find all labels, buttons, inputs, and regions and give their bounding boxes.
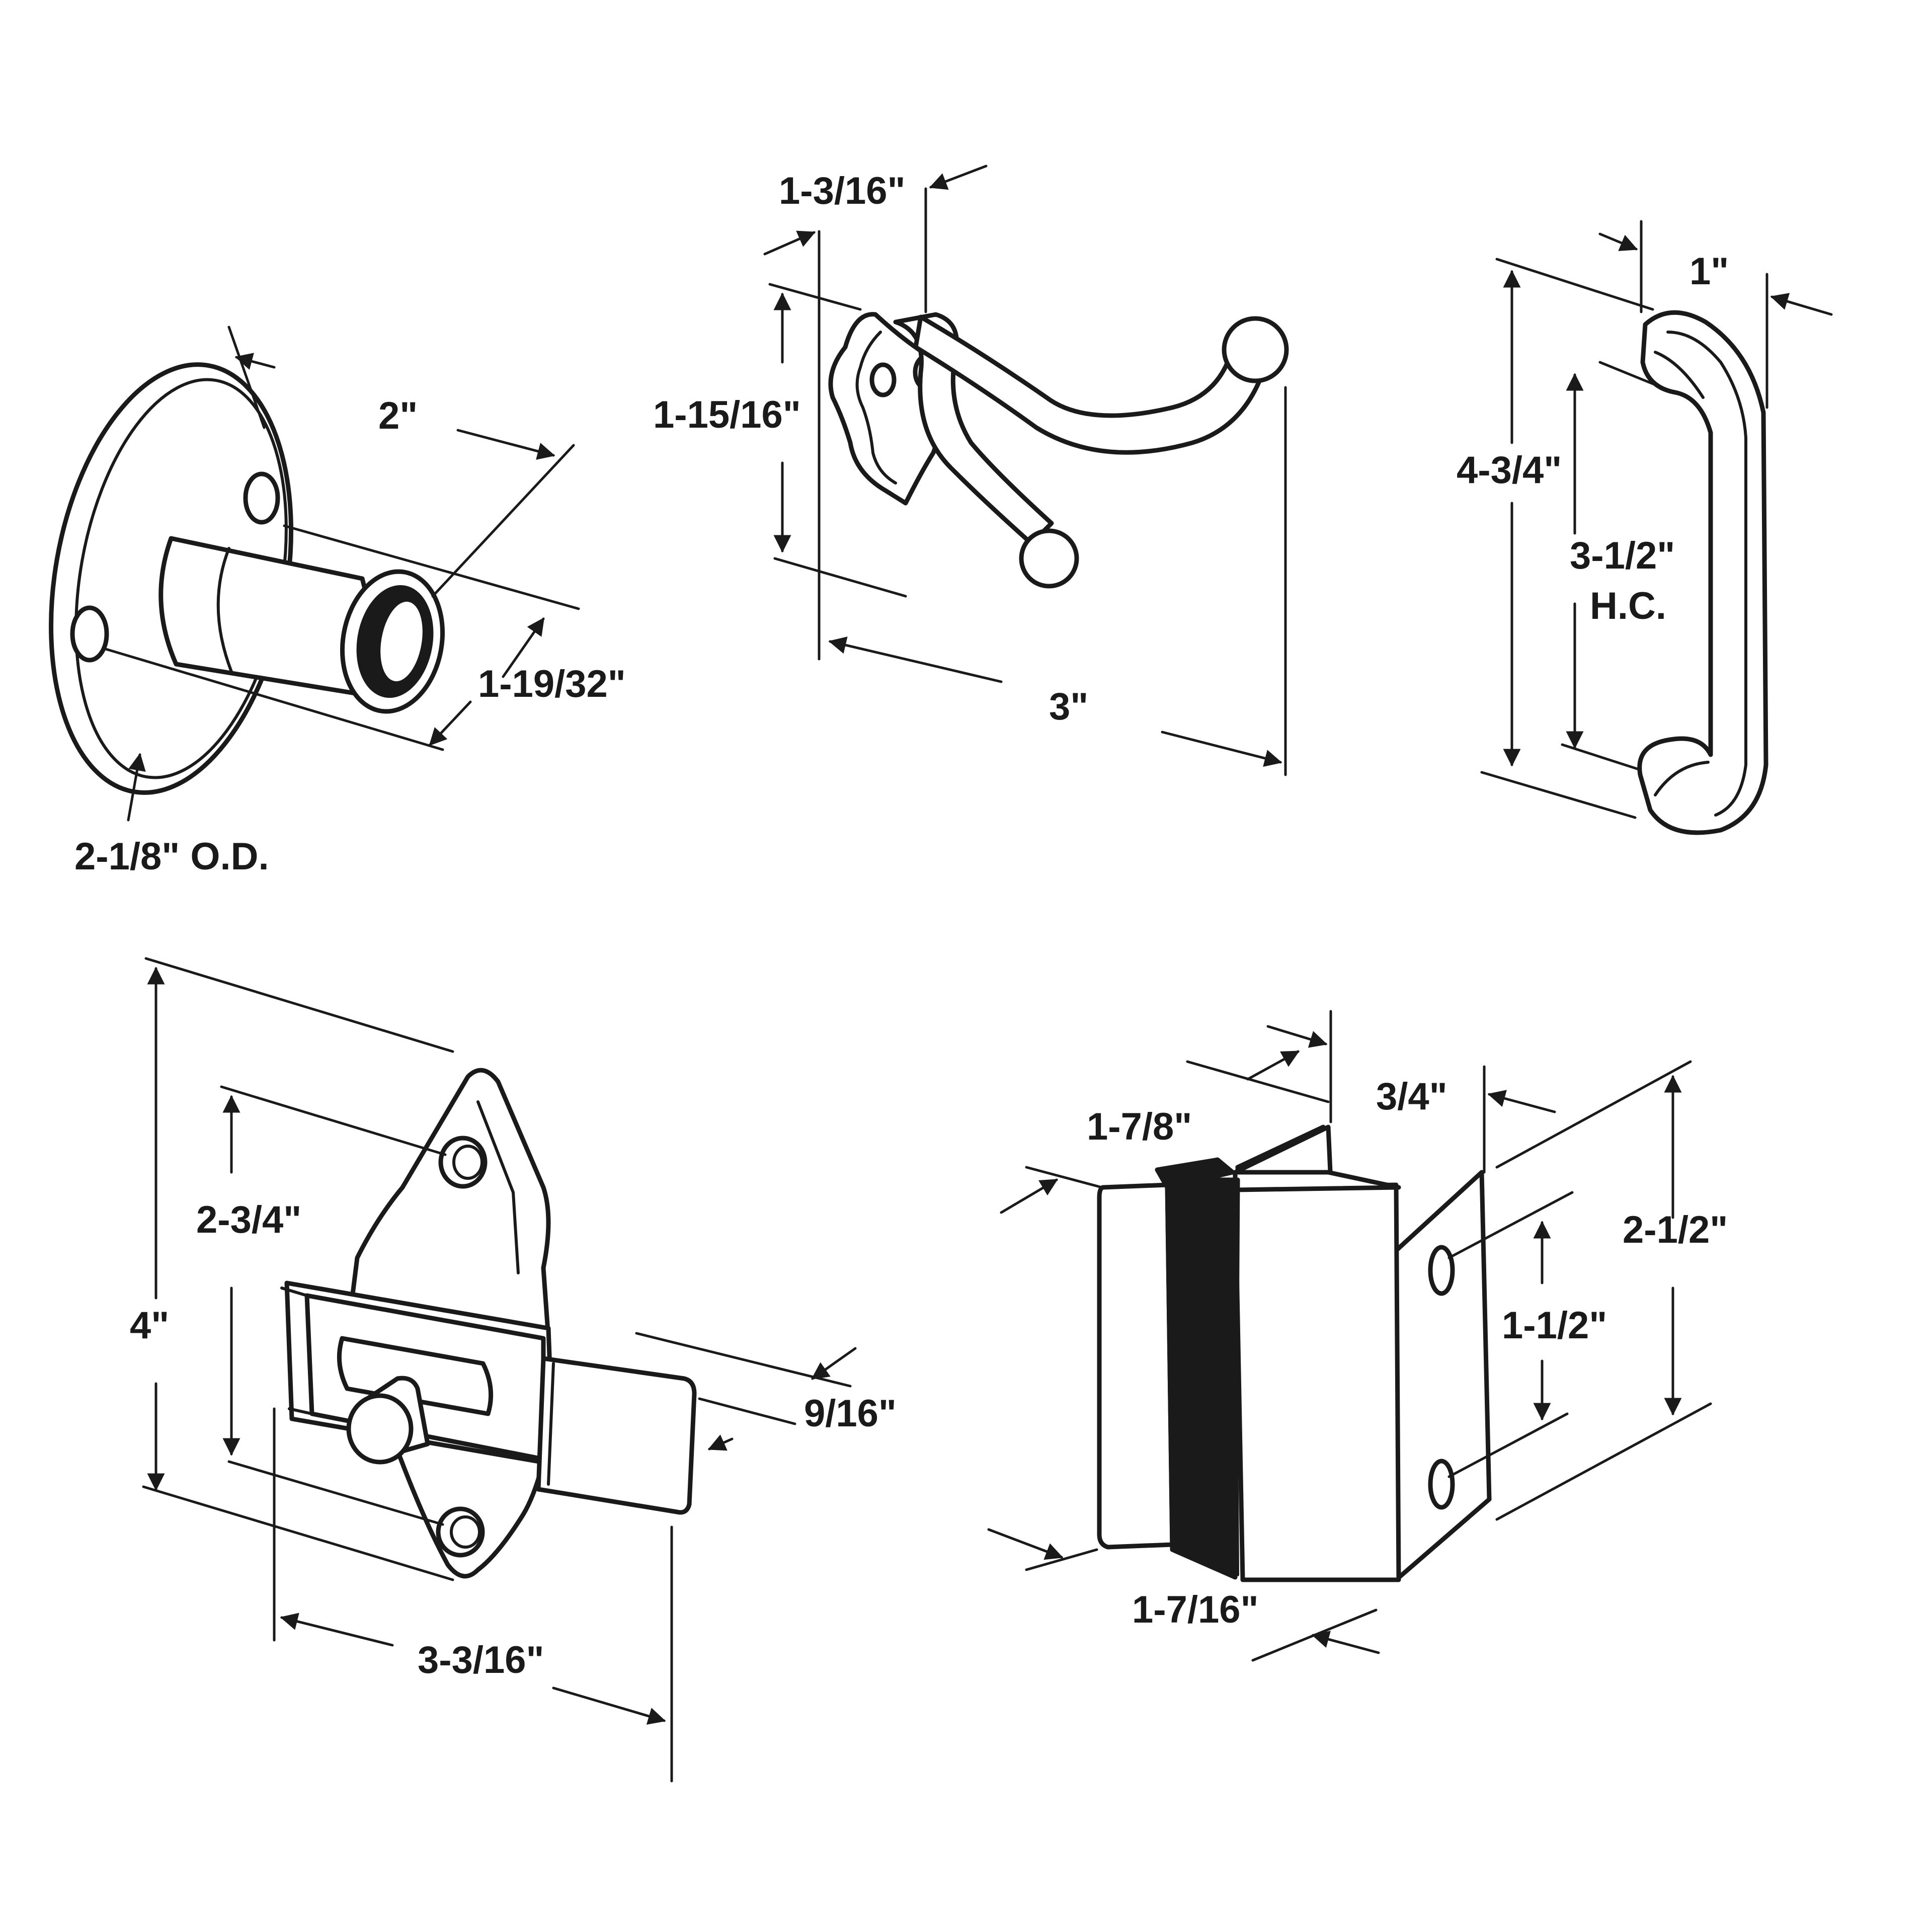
door-bumper: 2" 1-19/32" 2-1/8" O.D. — [49, 326, 626, 878]
strike-keeper: 1-7/8" 3/4" 2-1/2" 1-1/2" — [987, 1010, 1728, 1662]
pull-height-dimension: 4-3/4" — [1457, 258, 1654, 819]
pull-depth-label: 1" — [1689, 250, 1729, 293]
latch-length-label: 3-3/16" — [418, 1639, 544, 1681]
keeper-rubber-strip — [1165, 1177, 1240, 1580]
hook-upper-arm — [913, 314, 1265, 455]
pull-hole-center-dimension: 3-1/2" H.C. — [1561, 361, 1675, 771]
latch-height-label: 4" — [130, 1304, 169, 1347]
latch-hole-center-label: 2-3/4" — [196, 1198, 301, 1241]
keeper-hole-center-label: 1-1/2" — [1502, 1304, 1607, 1347]
latch-bolt-width-label: 9/16" — [804, 1392, 897, 1435]
pull-handle-body — [1637, 310, 1768, 835]
keeper-width-dimension: 1-7/8" — [1000, 1050, 1330, 1214]
latch-bottom-screw-hole — [436, 1506, 485, 1558]
slide-latch: 4" 2-3/4" 9/16" 3-3/16" — [130, 957, 897, 1783]
keeper-screw-hole-bottom — [1428, 1459, 1455, 1510]
hook-width-label: 3" — [1049, 685, 1088, 728]
pull-hole-center-note: H.C. — [1590, 585, 1666, 627]
bumper-screw-hole-top — [243, 471, 280, 525]
door-pull: 1" 4-3/4" 3-1/2" H.C. — [1457, 220, 1833, 835]
bumper-tip-dimension: 1-19/32" — [104, 524, 626, 751]
latch-hole-center-dimension: 2-3/4" — [196, 1085, 447, 1526]
bumper-length-dimension: 2" — [227, 326, 575, 598]
hook-lower-ball — [1019, 528, 1079, 589]
pull-depth-dimension: 1" — [1598, 220, 1833, 409]
latch-slot — [337, 1336, 494, 1416]
hook-depth-dimension: 1-3/16" — [763, 165, 988, 661]
hook-width-dimension: 3" — [828, 386, 1287, 776]
pull-height-label: 4-3/4" — [1457, 449, 1562, 492]
bumper-flange-diameter-label: 2-1/8" O.D. — [74, 835, 269, 878]
latch-length-dimension: 3-3/16" — [273, 1407, 673, 1783]
keeper-depth-label: 1-7/16" — [1132, 1588, 1259, 1631]
bumper-body — [158, 536, 445, 714]
bumper-screw-hole-bottom — [70, 605, 109, 663]
keeper-flange-dimension: 3/4" — [1266, 1010, 1556, 1174]
latch-bolt-dimension: 9/16" — [635, 1332, 897, 1451]
latch-height-dimension: 4" — [130, 957, 454, 1581]
keeper-mount-flange — [1391, 1170, 1492, 1582]
latch-knob-cap — [346, 1393, 414, 1465]
pull-hole-center-label: 3-1/2" — [1570, 534, 1675, 577]
bumper-flange-dimension: 2-1/8" O.D. — [74, 753, 269, 878]
bumper-tip-diameter-label: 1-19/32" — [478, 663, 626, 705]
keeper-screw-hole-top — [1428, 1245, 1455, 1296]
keeper-height-dimension: 2-1/2" — [1495, 1060, 1728, 1521]
bumper-length-label: 2" — [378, 394, 418, 437]
hook-screw-hole — [869, 362, 897, 397]
coat-hook: 1-3/16" 1-15/16" 3" — [653, 165, 1289, 776]
latch-bolt — [536, 1356, 697, 1515]
keeper-flange-label: 3/4" — [1376, 1075, 1447, 1118]
keeper-width-label: 1-7/8" — [1087, 1105, 1192, 1148]
hook-height-dimension: 1-15/16" — [653, 283, 907, 598]
keeper-depth-dimension: 1-7/16" — [987, 1528, 1380, 1662]
latch-top-screw-hole — [438, 1136, 488, 1189]
keeper-hole-center-dimension: 1-1/2" — [1447, 1191, 1607, 1478]
keeper-height-label: 2-1/2" — [1623, 1209, 1728, 1251]
hook-upper-ball — [1222, 316, 1289, 383]
keeper-front-face — [1097, 1182, 1175, 1550]
latch-top-plate — [350, 1068, 551, 1341]
hook-height-label: 1-15/16" — [653, 393, 801, 436]
hook-depth-label: 1-3/16" — [779, 170, 906, 212]
